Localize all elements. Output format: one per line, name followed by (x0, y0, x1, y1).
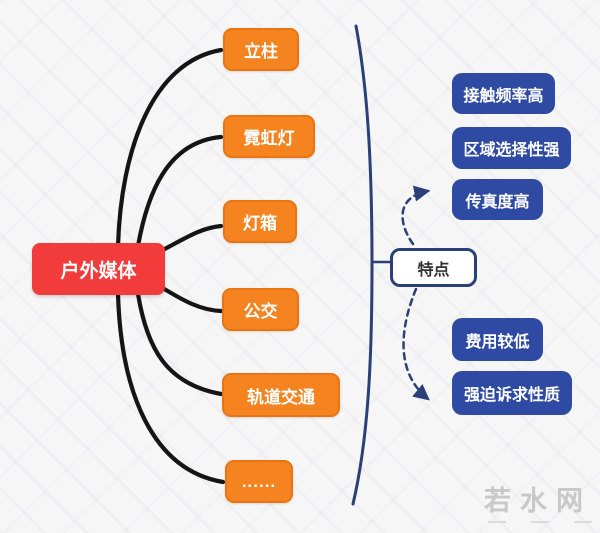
node-forced-appeal-nature[interactable]: 强迫诉求性质 (452, 371, 572, 415)
node-outdoor-media[interactable]: 户外媒体 (32, 243, 165, 295)
bracket-curve (351, 24, 374, 506)
dashed-arrow-down (402, 287, 430, 401)
node-neon-light[interactable]: 霓虹灯 (223, 115, 315, 158)
node-rail-transit[interactable]: 轨道交通 (222, 373, 340, 417)
watermark-subtext-dashes (488, 521, 592, 523)
edge-root-bus (158, 284, 224, 314)
node-high-contact-frequency[interactable]: 接触频率高 (452, 73, 555, 114)
edge-root-more (115, 291, 226, 485)
edge-root-pillar (115, 47, 224, 249)
node-features-hub[interactable]: 特点 (390, 248, 477, 287)
edge-root-rail (135, 291, 224, 397)
node-pillar[interactable]: 立柱 (223, 28, 299, 71)
watermark-text: 若水网 (484, 486, 592, 516)
dashed-arrow-up (401, 185, 431, 246)
node-strong-area-selectivity[interactable]: 区域选择性强 (452, 127, 571, 169)
node-bus[interactable]: 公交 (222, 288, 299, 331)
node-low-cost[interactable]: 费用较低 (452, 318, 543, 361)
node-ellipsis[interactable]: ...... (225, 460, 293, 503)
node-light-box[interactable]: 灯箱 (223, 200, 297, 243)
node-high-fidelity[interactable]: 传真度高 (452, 179, 543, 220)
edge-root-neon (135, 134, 224, 249)
edge-root-lightbox (158, 223, 224, 254)
